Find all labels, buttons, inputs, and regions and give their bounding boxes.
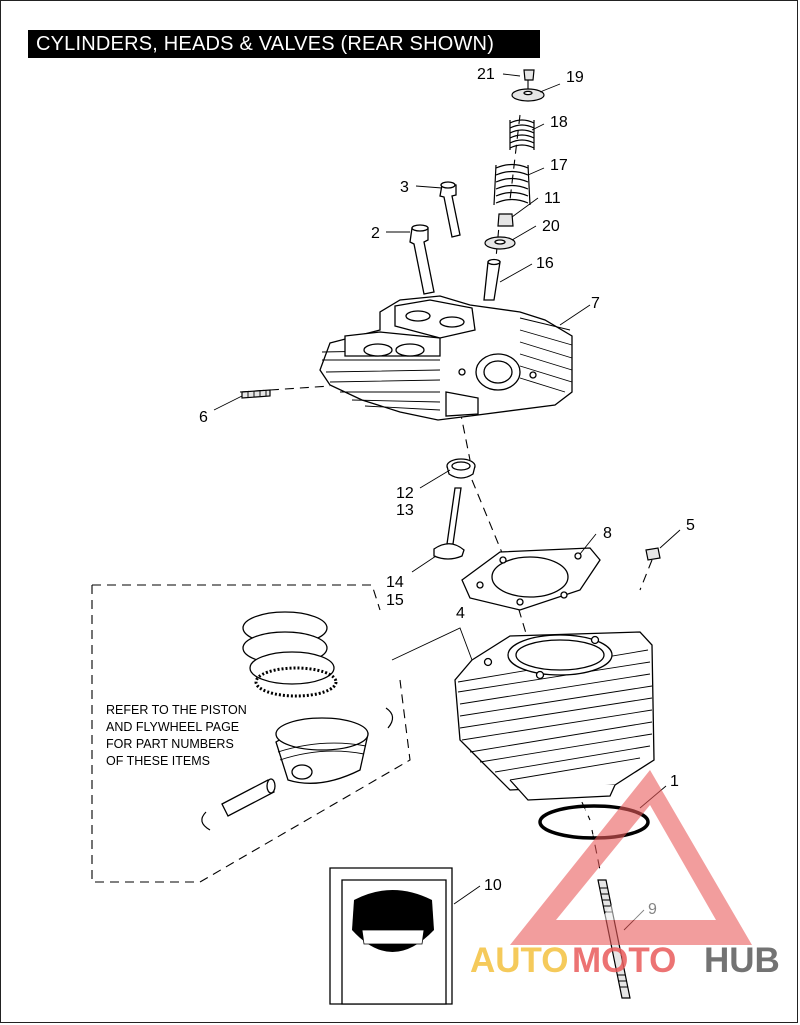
watermark-hub: HUB [704,941,780,980]
piston-rings [242,611,338,698]
valve-14 [433,487,465,560]
valve-guide-2 [409,224,435,295]
callout-12: 12 [396,485,414,502]
note-line-1: REFER TO THE PISTON [106,703,247,717]
watermark-auto: AUTO [470,941,569,980]
note-line-2: AND FLYWHEEL PAGE [106,720,239,734]
piston [275,717,369,784]
callout-3: 3 [400,179,409,196]
inner-valve-spring-18 [509,119,535,150]
spring-seat-20 [484,236,516,250]
reference-note: REFER TO THE PISTON AND FLYWHEEL PAGE FO… [106,703,247,768]
callout-20: 20 [542,218,560,235]
callout-7: 7 [591,295,600,312]
spring-retainer-19 [511,88,545,102]
callout-13: 13 [396,502,414,519]
callout-6: 6 [199,409,208,426]
callout-15: 15 [386,592,404,609]
retaining-clip-right [385,707,394,729]
valve-seal-11 [497,213,514,227]
callout-19: 19 [566,69,584,86]
callout-21: 21 [477,66,495,83]
valve-guide-16 [483,258,501,301]
o-ring-1 [538,804,650,840]
cylinder-4 [454,631,655,801]
valve-seat-12 [446,458,476,479]
retaining-clip-left [201,811,211,831]
dowel-5 [645,547,661,561]
callout-18: 18 [550,114,568,131]
wrist-pin [221,778,276,817]
watermark-logo: AUTO MOTO HUB [470,770,780,980]
callout-10: 10 [484,877,502,894]
callout-1: 1 [670,773,679,790]
valve-guide-3 [439,181,461,238]
callout-2: 2 [371,225,380,242]
gasket-kit-10 [329,867,453,1005]
callout-14: 14 [386,574,404,591]
callout-8: 8 [603,525,612,542]
page-title: CYLINDERS, HEADS & VALVES (REAR SHOWN) [36,33,495,55]
callout-5: 5 [686,517,695,534]
callout-16: 16 [536,255,554,272]
outer-valve-spring-17 [493,163,531,206]
head-gasket-8 [461,547,601,611]
note-line-3: FOR PART NUMBERS [106,737,234,751]
stud-6 [241,389,271,399]
callout-11: 11 [544,190,561,207]
watermark-moto: MOTO [572,941,676,980]
note-line-4: OF THESE ITEMS [106,754,210,768]
callout-4: 4 [456,605,465,622]
callout-17: 17 [550,157,568,174]
title-bar: CYLINDERS, HEADS & VALVES (REAR SHOWN) [28,30,540,58]
cylinder-head-7 [319,295,573,421]
valve-keeper-21 [523,69,535,81]
